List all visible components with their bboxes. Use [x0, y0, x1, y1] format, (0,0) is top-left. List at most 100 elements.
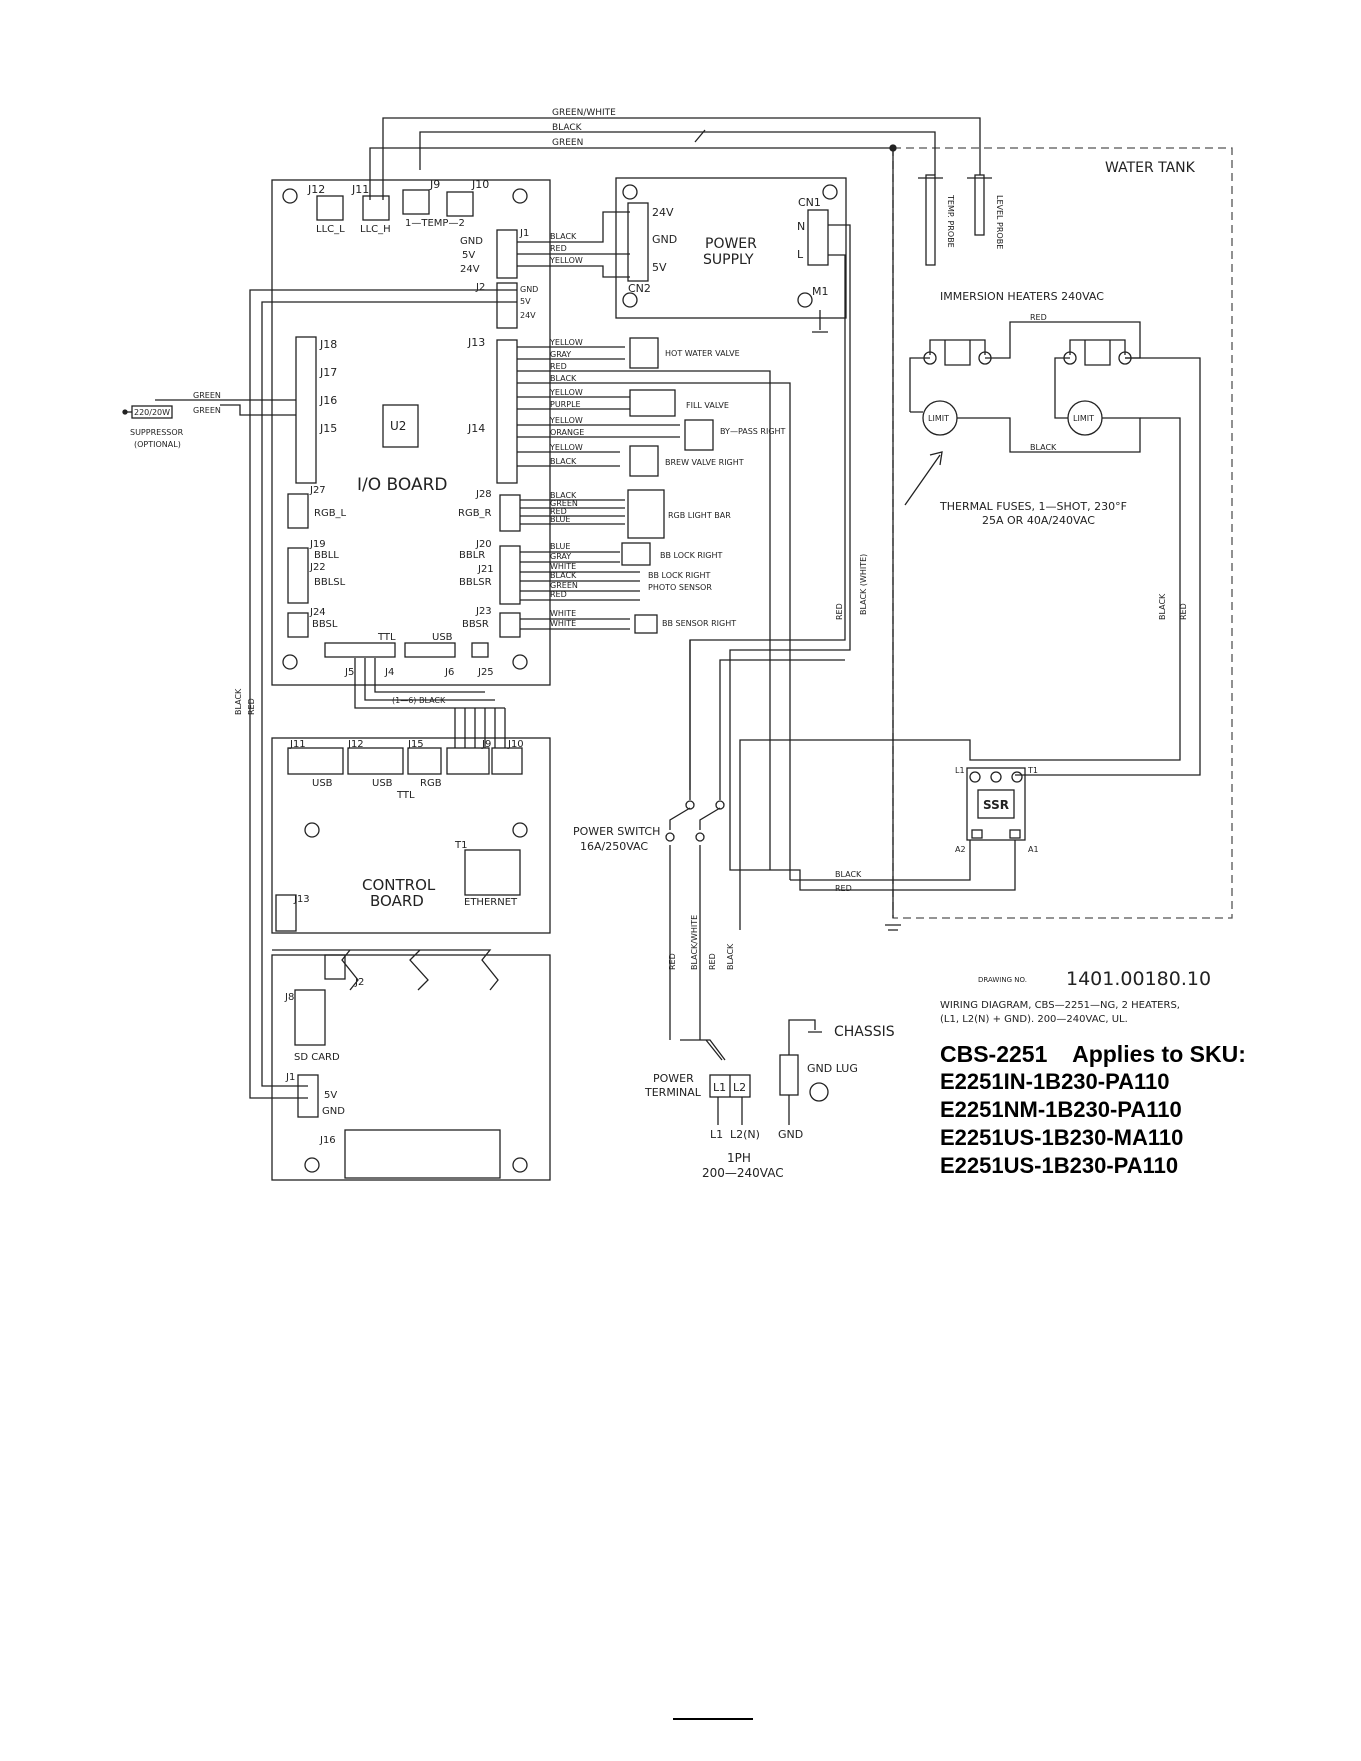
rgb-wire-4: BLUE [550, 515, 570, 524]
power-terminal-label-2: TERMINAL [644, 1086, 702, 1099]
rgb-light-bar [627, 489, 665, 539]
control-board [271, 737, 551, 934]
gnd-lug-label: GND LUG [807, 1062, 858, 1075]
conn-j28: J28 [475, 489, 492, 500]
wire-label-green: GREEN [552, 138, 583, 148]
term-wire-black: BLACK [726, 943, 735, 970]
llc-l-label: LLC_L [316, 224, 345, 235]
cb-conn-j16: J16 [319, 1135, 336, 1146]
wire-label-v9: YELLOW [549, 443, 583, 452]
ssr-terminal-a2: A2 [955, 845, 966, 854]
drawing-no-label: DRAWING NO. [978, 976, 1027, 984]
power-terminal-label-1: POWER [653, 1072, 694, 1085]
ps-label-1: POWER [705, 236, 757, 252]
conn-j5: J5 [344, 667, 354, 678]
conn-j20: J20 [475, 539, 492, 550]
fuse-note-2: 25A OR 40A/240VAC [982, 514, 1095, 527]
fuse-pointer [904, 451, 943, 506]
wire-black [419, 131, 936, 175]
heater-left [929, 339, 986, 366]
control-board-label-1: CONTROL [362, 876, 436, 894]
wire-label-v3: RED [550, 362, 567, 371]
feed-gnd: GND [778, 1128, 803, 1141]
control-board-label-2: BOARD [370, 892, 424, 910]
sku-item: E2251US-1B230-PA110 [940, 1153, 1179, 1178]
cb-j1-pin-gnd: GND [322, 1106, 345, 1117]
conn-j13: J13 [467, 336, 485, 349]
brew-valve [629, 445, 659, 477]
ssr-label: SSR [983, 798, 1009, 812]
ethernet-jack [464, 849, 521, 896]
lock-wire-2: GRAY [550, 552, 571, 561]
ssr-terminal-l1: L1 [955, 766, 965, 775]
conn-j17: J17 [319, 366, 337, 379]
cn1-pin-n: N [797, 220, 805, 233]
sku-block: CBS-2251 Applies to SKU: E2251IN-1B230-P… [940, 1040, 1340, 1180]
voltage-label: 200—240VAC [702, 1166, 784, 1180]
conn-j9: J9 [429, 178, 440, 191]
rgb-wire-3: RED [550, 507, 567, 516]
terminal-l1: L1 [713, 1081, 726, 1094]
ssr-wire-red: RED [835, 884, 852, 893]
bb-lock [621, 542, 651, 566]
side-wire-black: BLACK [234, 688, 243, 715]
usb-label: USB [432, 632, 453, 643]
bb-sensor [634, 614, 658, 634]
wire-label-v1: YELLOW [549, 338, 583, 347]
heaters-label: IMMERSION HEATERS 240VAC [940, 290, 1104, 303]
cb-conn-j10: J10 [507, 739, 524, 750]
conn-j4: J4 [384, 667, 394, 678]
io-board-label: I/O BOARD [357, 475, 448, 495]
ps-label-2: SUPPLY [703, 252, 754, 268]
bbll-label: BBLL [314, 550, 339, 561]
fill-valve [629, 389, 676, 417]
cb-conn-j1: J1 [285, 1072, 295, 1083]
suppressor-value: 220/20W [134, 408, 170, 417]
conn-cn1: CN1 [798, 196, 821, 209]
cb-ttl-label: TTL [396, 790, 415, 801]
sensor-wire-2: WHITE [550, 619, 576, 628]
conn-j25: J25 [477, 667, 494, 678]
wire-yellow-j1: YELLOW [549, 256, 583, 265]
term-wire-red-2: RED [708, 953, 717, 970]
ssr-wire-black: BLACK [835, 870, 862, 879]
conn-j19: J19 [309, 539, 326, 550]
chassis-label: CHASSIS [834, 1024, 895, 1040]
supp-wire-2: GREEN [193, 406, 221, 415]
fuse-label-right: LIMIT [1073, 414, 1094, 423]
j1-pin-24v: 24V [460, 264, 480, 275]
hot-water-valve [629, 337, 659, 369]
heater-right [1069, 339, 1126, 366]
heater-wire-black: BLACK [1030, 443, 1057, 452]
wire-label-black: BLACK [552, 123, 583, 133]
cb-conn-j15: J15 [407, 739, 424, 750]
water-tank-boundary [892, 147, 1233, 919]
wire-red-vertical: RED [835, 603, 844, 620]
hot-water-valve-label: HOT WATER VALVE [665, 349, 740, 358]
fill-valve-label: FILL VALVE [686, 401, 729, 410]
cn2-pin-5v: 5V [652, 261, 667, 274]
phase-label: 1PH [727, 1151, 751, 1165]
wire-label-v10: BLACK [550, 457, 577, 466]
conn-j24: J24 [309, 607, 326, 618]
sensor-wire-1: WHITE [550, 609, 576, 618]
bb-lock-label-1: BB LOCK RIGHT [660, 551, 722, 560]
bypass-label: BY—PASS RIGHT [720, 427, 786, 436]
cn1-pin-l: L [797, 248, 804, 261]
feed-l1: L1 [710, 1128, 723, 1141]
sku-item: E2251NM-1B230-PA110 [940, 1097, 1182, 1122]
cb-t1-label: T1 [454, 840, 467, 851]
llc-h-label: LLC_H [360, 224, 391, 235]
cb-conn-j8: J8 [284, 992, 294, 1003]
wire-red-j1: RED [550, 244, 567, 253]
wire-green-white [382, 117, 981, 200]
sku-item: E2251IN-1B230-PA110 [940, 1069, 1170, 1094]
bblsl-label: BBLSL [314, 577, 346, 588]
cb-usb-label-1: USB [312, 778, 333, 789]
wire-label-v8: ORANGE [550, 428, 584, 437]
conn-j21: J21 [477, 564, 494, 575]
bblsr-label: BBLSR [459, 577, 492, 588]
lock-wire-1: BLUE [550, 542, 570, 551]
power-switch-rating: 16A/250VAC [580, 840, 648, 853]
